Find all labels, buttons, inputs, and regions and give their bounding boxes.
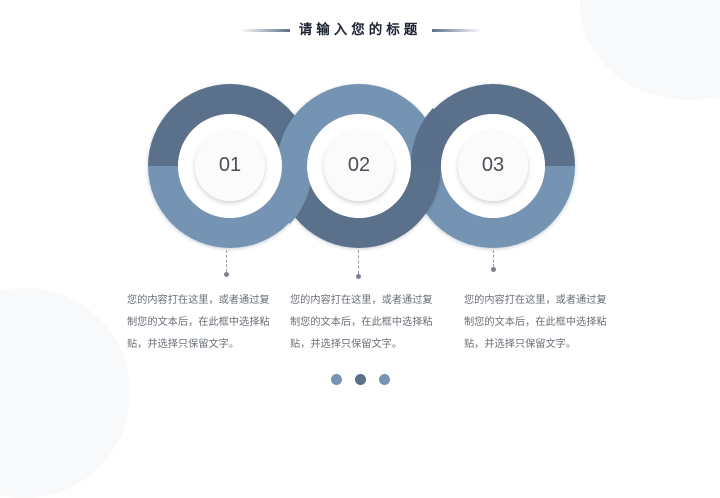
interlocking-rings-graphic bbox=[148, 84, 575, 248]
background-decor-circle-bottom-left bbox=[0, 288, 130, 498]
step-3-connector-line bbox=[493, 250, 495, 267]
step-1-connector-line bbox=[226, 250, 228, 272]
step-3-badge bbox=[458, 131, 528, 201]
step-1-number: 01 bbox=[218, 154, 242, 176]
step-3-description: 您的内容打在这里，或者通过复制您的文本后，在此框中选择粘贴，并选择只保留文字。 bbox=[464, 295, 607, 350]
ring-2 bbox=[277, 84, 441, 248]
slide-title: 请输入您的标题 bbox=[298, 22, 422, 38]
step-2-connector-line bbox=[358, 250, 360, 274]
ring-1 bbox=[148, 84, 312, 248]
step-2-number: 02 bbox=[347, 154, 371, 176]
pagination-dots bbox=[331, 374, 390, 385]
step-1-connector-dot bbox=[224, 272, 229, 277]
step-3-connector-dot bbox=[491, 267, 496, 272]
pagination-dot-3[interactable] bbox=[379, 374, 390, 385]
ring-3 bbox=[411, 84, 575, 248]
title-decor-line-right bbox=[432, 29, 482, 32]
title-block: 请输入您的标题 bbox=[0, 20, 720, 40]
step-2-badge bbox=[324, 131, 394, 201]
step-1-description: 您的内容打在这里，或者通过复制您的文本后，在此框中选择粘贴，并选择只保留文字。 bbox=[127, 295, 270, 350]
title-decor-line-left bbox=[240, 29, 290, 32]
step-3-number: 03 bbox=[481, 154, 505, 176]
pagination-dot-2-active[interactable] bbox=[355, 374, 366, 385]
step-2-description: 您的内容打在这里，或者通过复制您的文本后，在此框中选择粘贴，并选择只保留文字。 bbox=[290, 295, 433, 350]
step-2-connector-dot bbox=[356, 274, 361, 279]
pagination-dot-1[interactable] bbox=[331, 374, 342, 385]
step-1-badge bbox=[195, 131, 265, 201]
